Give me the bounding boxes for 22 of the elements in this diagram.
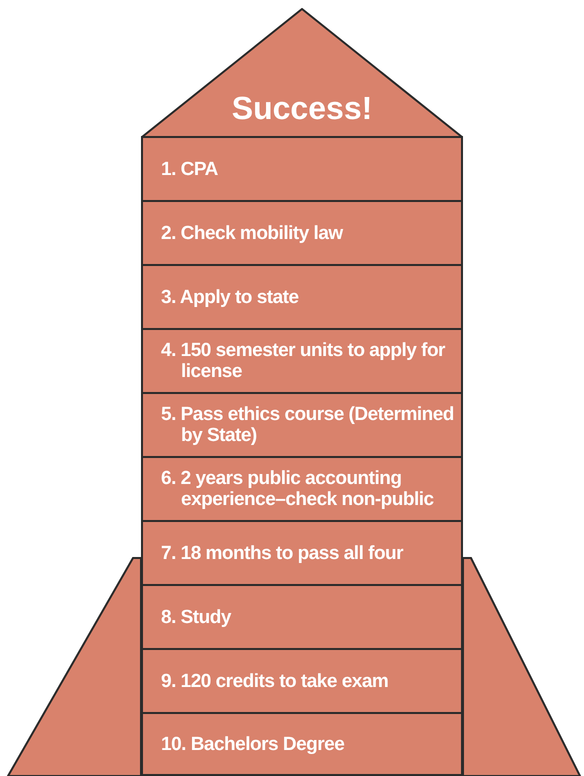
step-text: 1. CPA [160, 158, 219, 180]
step-box [141, 328, 463, 394]
step-text: 2. Check mobility law [160, 222, 344, 244]
step-box [141, 136, 463, 202]
step-text: 3. Apply to state [160, 286, 300, 308]
step-box [141, 264, 463, 330]
step-box [141, 520, 463, 586]
title-text: Success! [230, 90, 374, 126]
step-box [141, 648, 463, 714]
step-text: 9. 120 credits to take exam [160, 670, 390, 692]
step-box [141, 200, 463, 266]
step-box [141, 392, 463, 458]
step-text: 7. 18 months to pass all four [160, 542, 404, 564]
step-text: 8. Study [160, 606, 232, 628]
step-text: 6. 2 years public accounting experience–check non-public [160, 468, 435, 510]
roof-triangle [141, 8, 463, 138]
step-text: 5. Pass ethics course (Determined by State) [160, 404, 455, 446]
step-box [141, 584, 463, 650]
step-text: 10. Bachelors Degree [160, 734, 346, 754]
step-box [141, 712, 463, 776]
step-box [141, 456, 463, 522]
step-text: 4. 150 semester units to apply for license [160, 340, 446, 382]
